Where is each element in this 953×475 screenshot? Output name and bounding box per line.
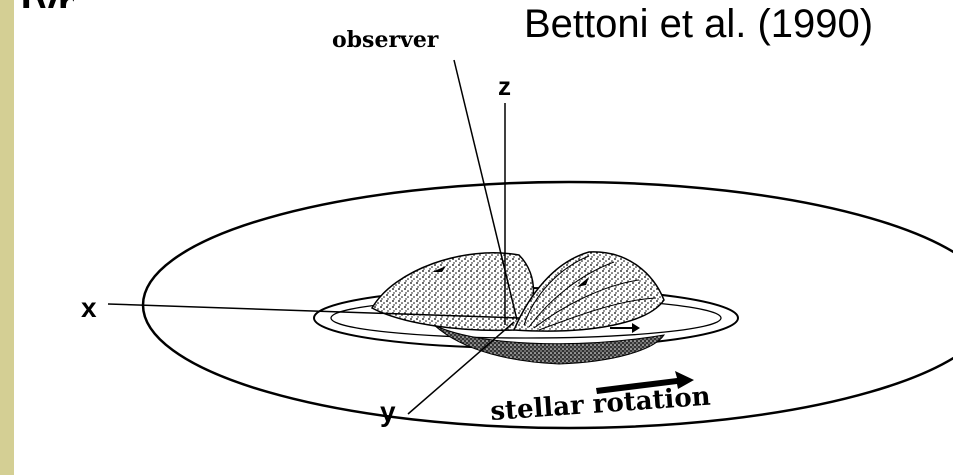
x-axis-label: x: [81, 292, 97, 323]
observer-label: observer: [332, 27, 439, 53]
z-axis-label: z: [498, 71, 511, 101]
slide: Typ Bettoni et al. (1990): [14, 0, 953, 475]
warped-disk-right-lobe: [514, 252, 664, 331]
y-axis-label: y: [380, 396, 396, 427]
stellar-rotation-label: stellar rotation: [489, 382, 711, 427]
warped-disk-left-lobe: [372, 253, 533, 331]
galaxy-diagram: observer z x y stellar rotation: [14, 0, 953, 475]
